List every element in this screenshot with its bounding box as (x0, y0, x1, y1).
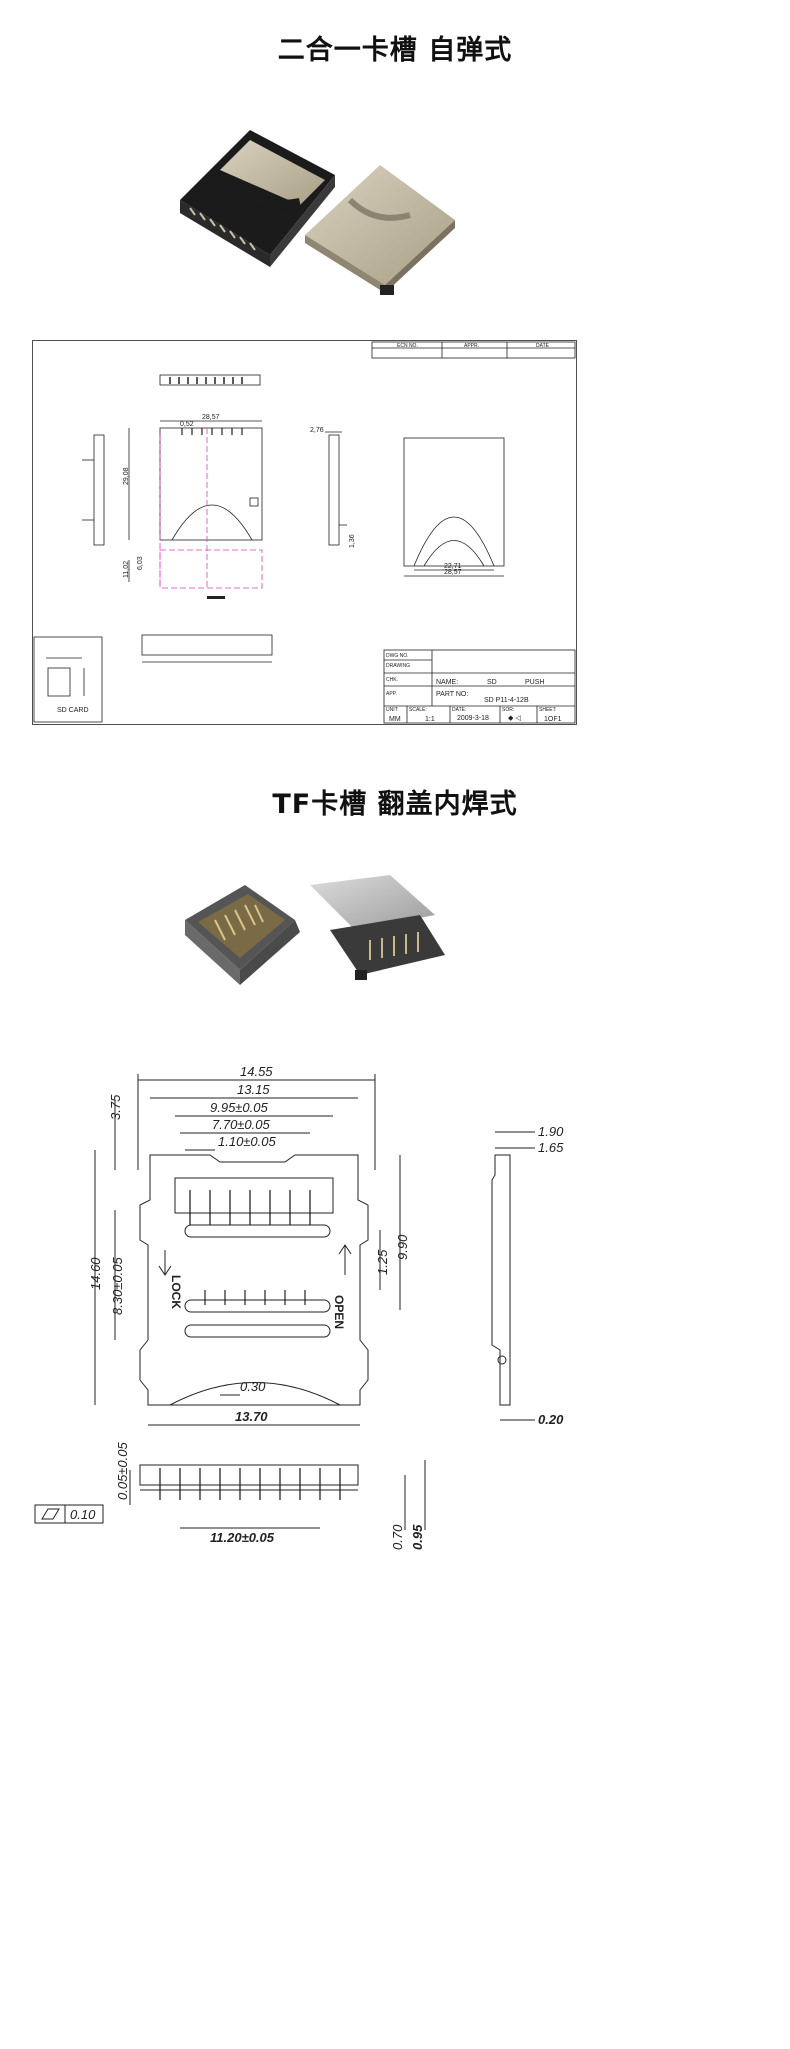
app-label: APP. (386, 691, 397, 697)
dim-9-90: 9.90 (395, 1234, 410, 1260)
tf-technical-drawing: 14.55 13.15 9.95±0.05 7.70±0.05 1.10±0.0… (34, 1064, 564, 1550)
dim-13-70: 13.70 (235, 1409, 268, 1424)
dim-bottom-2: 6,03 (137, 556, 144, 570)
section-title-sd: 二合一卡槽 自弹式 (277, 35, 513, 66)
date-label: DATE (536, 343, 550, 349)
dim-side-w: 2,76 (310, 427, 324, 434)
dim-bottom-1: 11,02 (123, 561, 130, 578)
date2-label: DATE: (452, 707, 466, 713)
dim-13-15: 13.15 (237, 1082, 270, 1097)
dim-1-10: 1.10±0.05 (218, 1134, 277, 1149)
section-title-tf: TF卡槽 翻盖内焊式 (272, 789, 518, 820)
part-label: PART NO: (436, 691, 468, 698)
name-value-sd: SD (487, 679, 497, 686)
name-label: NAME: (436, 679, 458, 686)
dim-11-20: 11.20±0.05 (210, 1530, 275, 1545)
ecn-label: ECN NO. (397, 343, 418, 349)
dim-1-25: 1.25 (375, 1249, 390, 1275)
open-label: OPEN (332, 1295, 346, 1329)
sheet-label: SHEET: (539, 707, 557, 713)
dim-rv-outer: 28,57 (444, 569, 462, 576)
scale-value: 1:1 (425, 716, 435, 723)
dim-0-10: 0.10 (70, 1507, 96, 1522)
dim-0-20: 0.20 (538, 1412, 564, 1427)
lock-label: LOCK (169, 1275, 183, 1309)
dim-14-55: 14.55 (240, 1064, 273, 1079)
sor-label: SOR: (502, 707, 514, 713)
dim-height: 29,08 (123, 467, 130, 485)
dim-3-75: 3.75 (108, 1094, 123, 1120)
dwg-label: DWG NO. (386, 653, 409, 659)
chk-label: CHK. (386, 677, 398, 683)
scale-label: SCALE: (409, 707, 427, 713)
date2-value: 2009-3-18 (457, 715, 489, 722)
part-value: SD P11-4-12B (484, 697, 529, 704)
dim-rv-inner: 22,71 (444, 563, 462, 570)
appr-label: APPR. (464, 343, 479, 349)
dim-7-70: 7.70±0.05 (212, 1117, 271, 1132)
drawing-label: DRAWING (386, 663, 410, 669)
dim-width-top: 28,57 (202, 414, 220, 421)
dim-pin-pitch: 0,52 (180, 421, 194, 428)
tf-slot-photo (185, 875, 445, 985)
unit-value: MM (389, 716, 401, 723)
symbol-icon: ◆ ◁ (508, 715, 521, 722)
dim-side-b: 1,36 (349, 534, 356, 548)
sd-slot-photo (180, 130, 455, 295)
name-value-push: PUSH (525, 679, 544, 686)
dim-9-95: 9.95±0.05 (210, 1100, 269, 1115)
sd-technical-drawing: ECN NO. APPR. DATE DWG NO. DRAWING CHK. … (32, 340, 577, 725)
dim-1-90: 1.90 (538, 1124, 564, 1139)
dim-0-70: 0.70 (390, 1524, 405, 1550)
dim-0-30: 0.30 (240, 1379, 266, 1394)
card-label: SD CARD (57, 707, 89, 714)
dim-1-65: 1.65 (538, 1140, 564, 1155)
dim-0-05: 0.05±0.05 (115, 1441, 130, 1500)
unit-label: UNIT: (386, 707, 399, 713)
dim-14-60: 14.60 (88, 1257, 103, 1290)
dim-8-30: 8.30±0.05 (110, 1256, 125, 1315)
sheet-value: 1OF1 (544, 716, 562, 723)
dim-0-95: 0.95 (410, 1524, 425, 1550)
